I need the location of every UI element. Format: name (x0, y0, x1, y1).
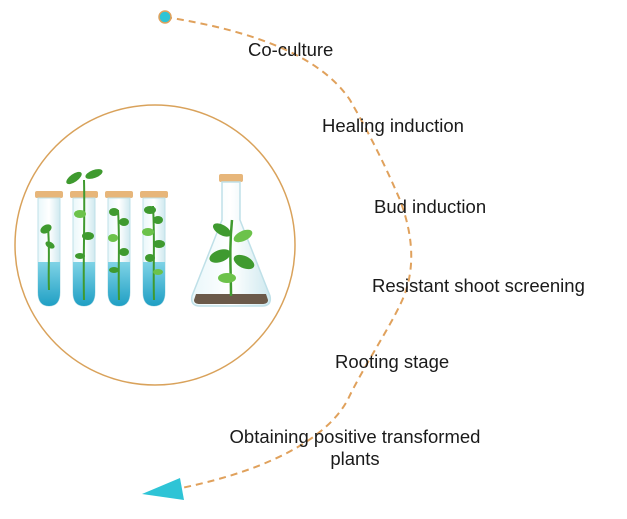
step-rooting-stage: Rooting stage (335, 351, 450, 372)
step-obtaining-positive-plants: Obtaining positive transformed plants (229, 426, 481, 469)
step-co-culture: Co-culture (248, 39, 334, 60)
step-resistant-shoot-screening: Resistant shoot screening (372, 275, 585, 296)
test-tube-plantlet-icon (35, 169, 168, 307)
process-path (159, 16, 413, 493)
start-dot-icon (158, 10, 172, 24)
end-arrow-icon (142, 478, 184, 500)
step-healing-induction: Healing induction (322, 115, 464, 136)
erlenmeyer-flask-plant-icon (190, 174, 272, 307)
step-bud-induction: Bud induction (374, 196, 487, 217)
